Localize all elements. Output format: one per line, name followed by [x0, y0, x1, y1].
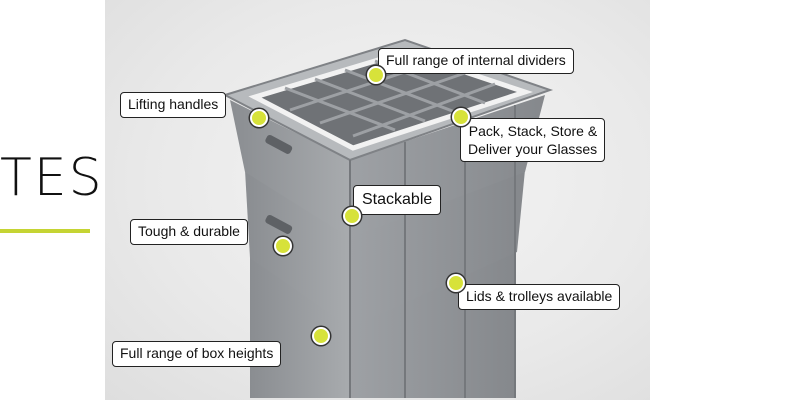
callout-pack-line2: Deliver your Glasses [468, 141, 598, 158]
callout-pack-stack: Pack, Stack, Store & Deliver your Glasse… [460, 118, 606, 163]
callout-dot-dividers [367, 66, 385, 84]
callout-tough: Tough & durable [130, 219, 248, 245]
callout-dividers: Full range of internal dividers [378, 48, 574, 74]
callout-dot-stackable [343, 207, 361, 225]
callout-dot-handles [250, 109, 268, 127]
callout-dot-pack [452, 108, 470, 126]
callout-stackable: Stackable [353, 185, 442, 215]
callout-dot-tough [274, 237, 292, 255]
callout-dot-lids [447, 274, 465, 292]
callout-lids: Lids & trolleys available [458, 284, 621, 310]
page-heading: TES [0, 148, 104, 208]
callout-handles: Lifting handles [120, 92, 227, 118]
callout-dot-heights [312, 327, 330, 345]
heading-underline [0, 229, 90, 233]
callout-pack-line1: Pack, Stack, Store & [468, 123, 598, 139]
callout-heights: Full range of box heights [112, 341, 282, 367]
